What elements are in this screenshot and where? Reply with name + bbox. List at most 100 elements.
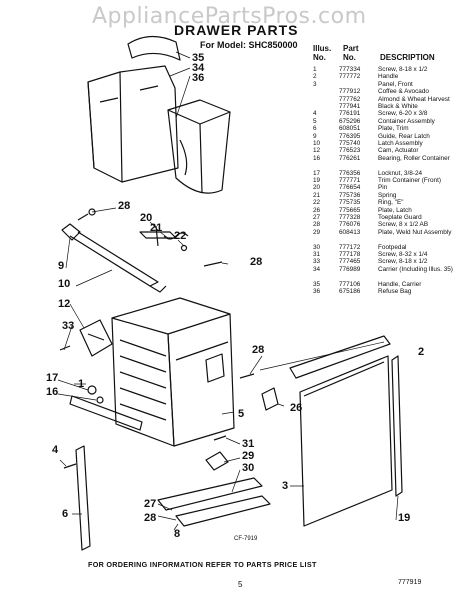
cell-illus-no: 1: [313, 66, 317, 73]
page-title: DRAWER PARTS: [174, 22, 299, 38]
header-part-no: Part No.: [343, 44, 359, 62]
cell-illus-no: 35: [313, 280, 321, 288]
cell-description: Screw, 8-18 x 1/2: [378, 258, 428, 266]
cell-description: Ring, "E": [378, 199, 404, 207]
carrier-handle-illustration: [127, 35, 181, 61]
cell-description: Carrier (Including Illus. 35): [378, 265, 453, 273]
cell-illus-no: 29: [313, 228, 321, 236]
cell-description: Latch Assembly: [378, 140, 423, 147]
callout-2: 2: [418, 346, 425, 358]
cell-illus-no: 16: [313, 154, 321, 162]
cell-part-no: 776191: [339, 110, 361, 118]
parts-table-row: 29 608413 Plate, Weld Nut Assembly: [313, 229, 468, 236]
callout-6: 6: [62, 508, 69, 520]
roller-bearings-illustration: [69, 385, 143, 431]
cell-illus-no: 22: [313, 199, 321, 207]
cell-description: Almond & Wheat Harvest: [378, 95, 450, 103]
cell-part-no: 777172: [339, 243, 361, 251]
cell-illus-no: 3: [313, 80, 317, 88]
cell-illus-no: 28: [313, 221, 321, 229]
cell-part-no: 776989: [339, 265, 361, 273]
cell-illus-no: 27: [313, 214, 321, 221]
callout-29: 29: [242, 450, 255, 462]
cell-illus-no: 36: [313, 288, 321, 295]
callout-30: 30: [242, 462, 255, 474]
cell-illus-no: 12: [313, 147, 321, 155]
cell-description: Pin: [378, 184, 388, 192]
cell-description: Locknut, 3/8-24: [378, 169, 423, 177]
document-number: 777919: [398, 579, 422, 586]
callout-28-mid: 28: [252, 344, 265, 356]
cell-description: Plate, Weld Nut Assembly: [378, 228, 452, 236]
screw-28-illustration: [203, 261, 223, 267]
leader-lines: [57, 51, 399, 531]
watermark: AppliancePartsPros.com: [92, 4, 367, 29]
cell-part-no: 777334: [339, 66, 361, 73]
callout-16: 16: [46, 386, 59, 398]
callout-12: 12: [58, 298, 71, 310]
ordering-footer: FOR ORDERING INFORMATION REFER TO PARTS …: [88, 560, 317, 569]
cell-part-no: 777941: [339, 103, 361, 110]
model-line: For Model: SHC850000: [200, 40, 298, 50]
cell-illus-no: 4: [313, 110, 317, 118]
cell-part-no: 777772: [339, 73, 361, 81]
cell-illus-no: 10: [313, 140, 321, 147]
callout-5: 5: [238, 408, 245, 420]
cell-part-no: 776076: [339, 221, 361, 229]
cell-part-no: 777178: [339, 251, 361, 258]
parts-table-row: 35 777106 Handle, Carrier: [313, 281, 468, 288]
trim-plate-illustration: [75, 445, 91, 551]
cell-description: Coffee & Avocado: [378, 88, 429, 96]
page-number: 5: [238, 580, 243, 589]
cell-part-no: 608051: [339, 125, 361, 133]
cell-part-no: 608413: [339, 228, 361, 236]
cell-description: Plate, Latch: [378, 206, 412, 214]
cell-part-no: 776654: [339, 184, 361, 192]
cell-description: Screw, 6-20 x 3/8: [378, 110, 428, 118]
cell-description: Spring: [378, 191, 397, 199]
cell-description: Panel, Front: [378, 80, 413, 88]
latch-plate-illustration: [239, 373, 279, 411]
cell-part-no: 776395: [339, 132, 361, 140]
cell-part-no: 777771: [339, 177, 361, 184]
cell-description: Toeplate Guard: [378, 214, 422, 221]
header-description: DESCRIPTION: [380, 53, 435, 62]
cell-part-no: 675186: [339, 288, 361, 295]
cell-part-no: 775665: [339, 206, 361, 214]
cell-part-no: 777465: [339, 258, 361, 266]
callout-27: 27: [144, 498, 157, 510]
cell-illus-no: 5: [313, 117, 317, 125]
cell-illus-no: 6: [313, 125, 317, 133]
callout-19: 19: [398, 512, 411, 524]
cell-part-no: 777912: [339, 88, 361, 96]
cell-description: Handle, Carrier: [378, 280, 422, 288]
cell-part-no: 776261: [339, 154, 361, 162]
parts-table-row: 777912 Coffee & Avocado: [313, 88, 468, 95]
cell-description: Handle: [378, 73, 399, 81]
callout-26: 26: [290, 402, 303, 414]
diagram-code: CF-7919: [234, 536, 258, 542]
cell-illus-no: 17: [313, 169, 321, 177]
latch-assembly-illustration: [61, 208, 167, 293]
callout-9: 9: [58, 260, 65, 272]
header-illus-no: Illus. No.: [313, 44, 332, 62]
callout-10: 10: [58, 278, 71, 290]
refuse-bag-illustration: [167, 99, 231, 194]
cell-part-no: 777106: [339, 280, 361, 288]
callout-20: 20: [140, 212, 153, 224]
callout-8: 8: [174, 528, 181, 540]
parts-table-row: 3 Panel, Front: [313, 81, 468, 88]
